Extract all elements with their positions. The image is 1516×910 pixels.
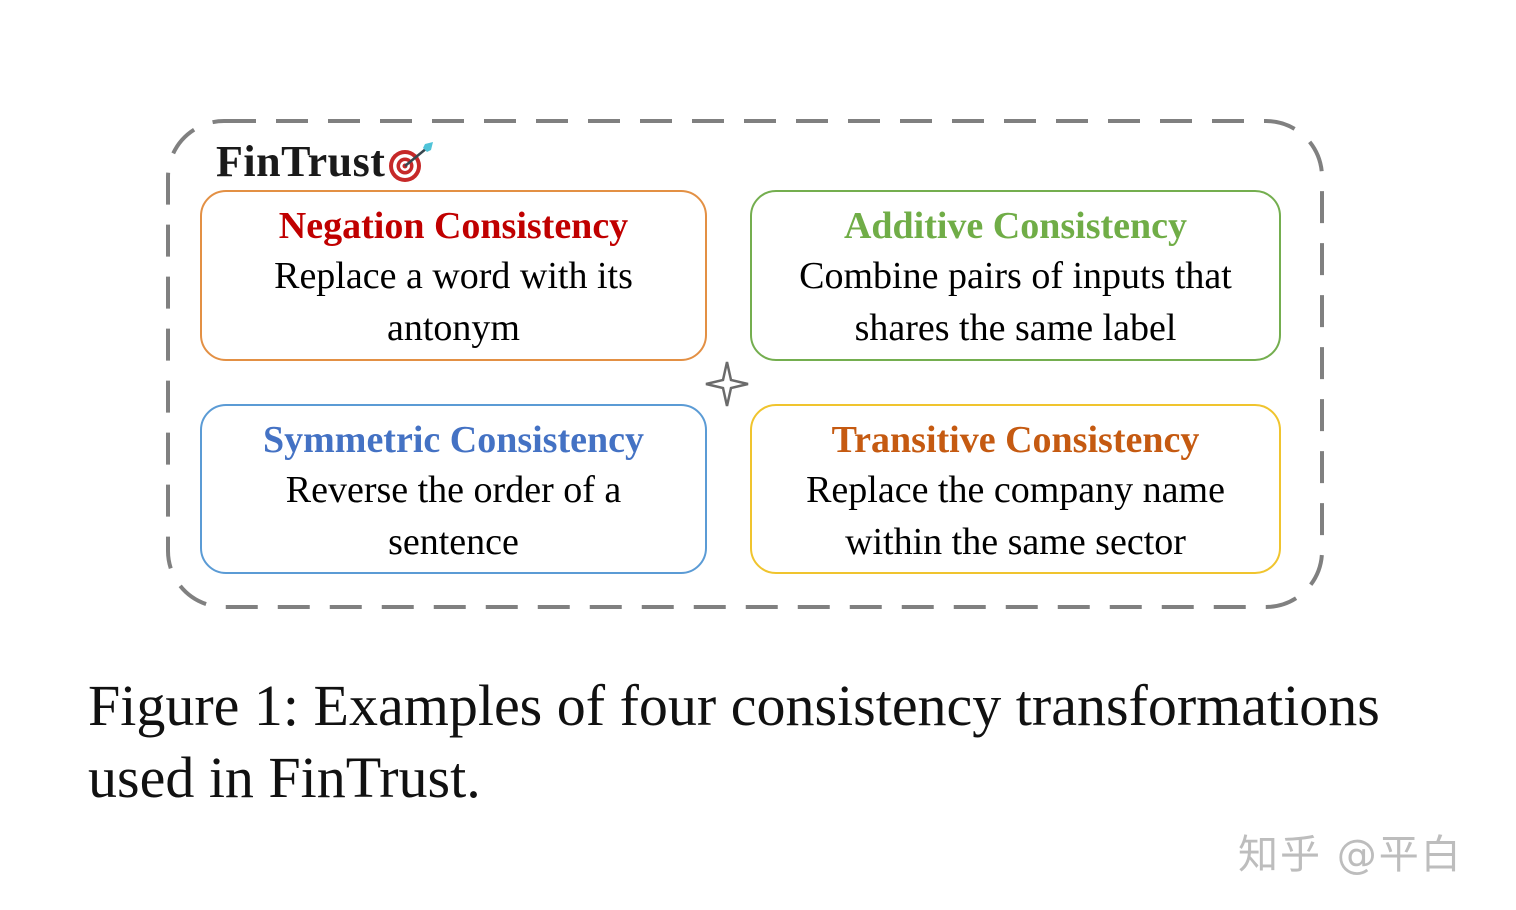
box-description: Combine pairs of inputs that shares the …: [799, 255, 1232, 349]
dashed-frame: [166, 119, 1324, 609]
box-title: Transitive Consistency: [831, 419, 1200, 461]
box-description: Replace the company name within the same…: [806, 469, 1225, 563]
negation-consistency-box: Negation Consistency Replace a word with…: [200, 190, 707, 361]
dart-target-icon: [389, 141, 434, 182]
four-point-star-icon: [705, 361, 749, 407]
box-title: Negation Consistency: [278, 205, 629, 247]
figure-caption: Figure 1: Examples of four consistency t…: [88, 673, 1380, 810]
additive-consistency-box: Additive Consistency Combine pairs of in…: [750, 190, 1281, 361]
box-title: Additive Consistency: [843, 205, 1188, 247]
brand-title: FinTrust: [216, 137, 386, 186]
brand-title-group: FinTrust: [216, 136, 435, 187]
box-title: Symmetric Consistency: [263, 419, 644, 461]
box-description: Reverse the order of a sentence: [285, 469, 622, 563]
watermark: 知乎 @平白: [1238, 832, 1463, 878]
transitive-consistency-box: Transitive Consistency Replace the compa…: [750, 404, 1281, 574]
symmetric-consistency-box: Symmetric Consistency Reverse the order …: [200, 404, 707, 574]
box-description: Replace a word with its antonym: [274, 255, 633, 349]
